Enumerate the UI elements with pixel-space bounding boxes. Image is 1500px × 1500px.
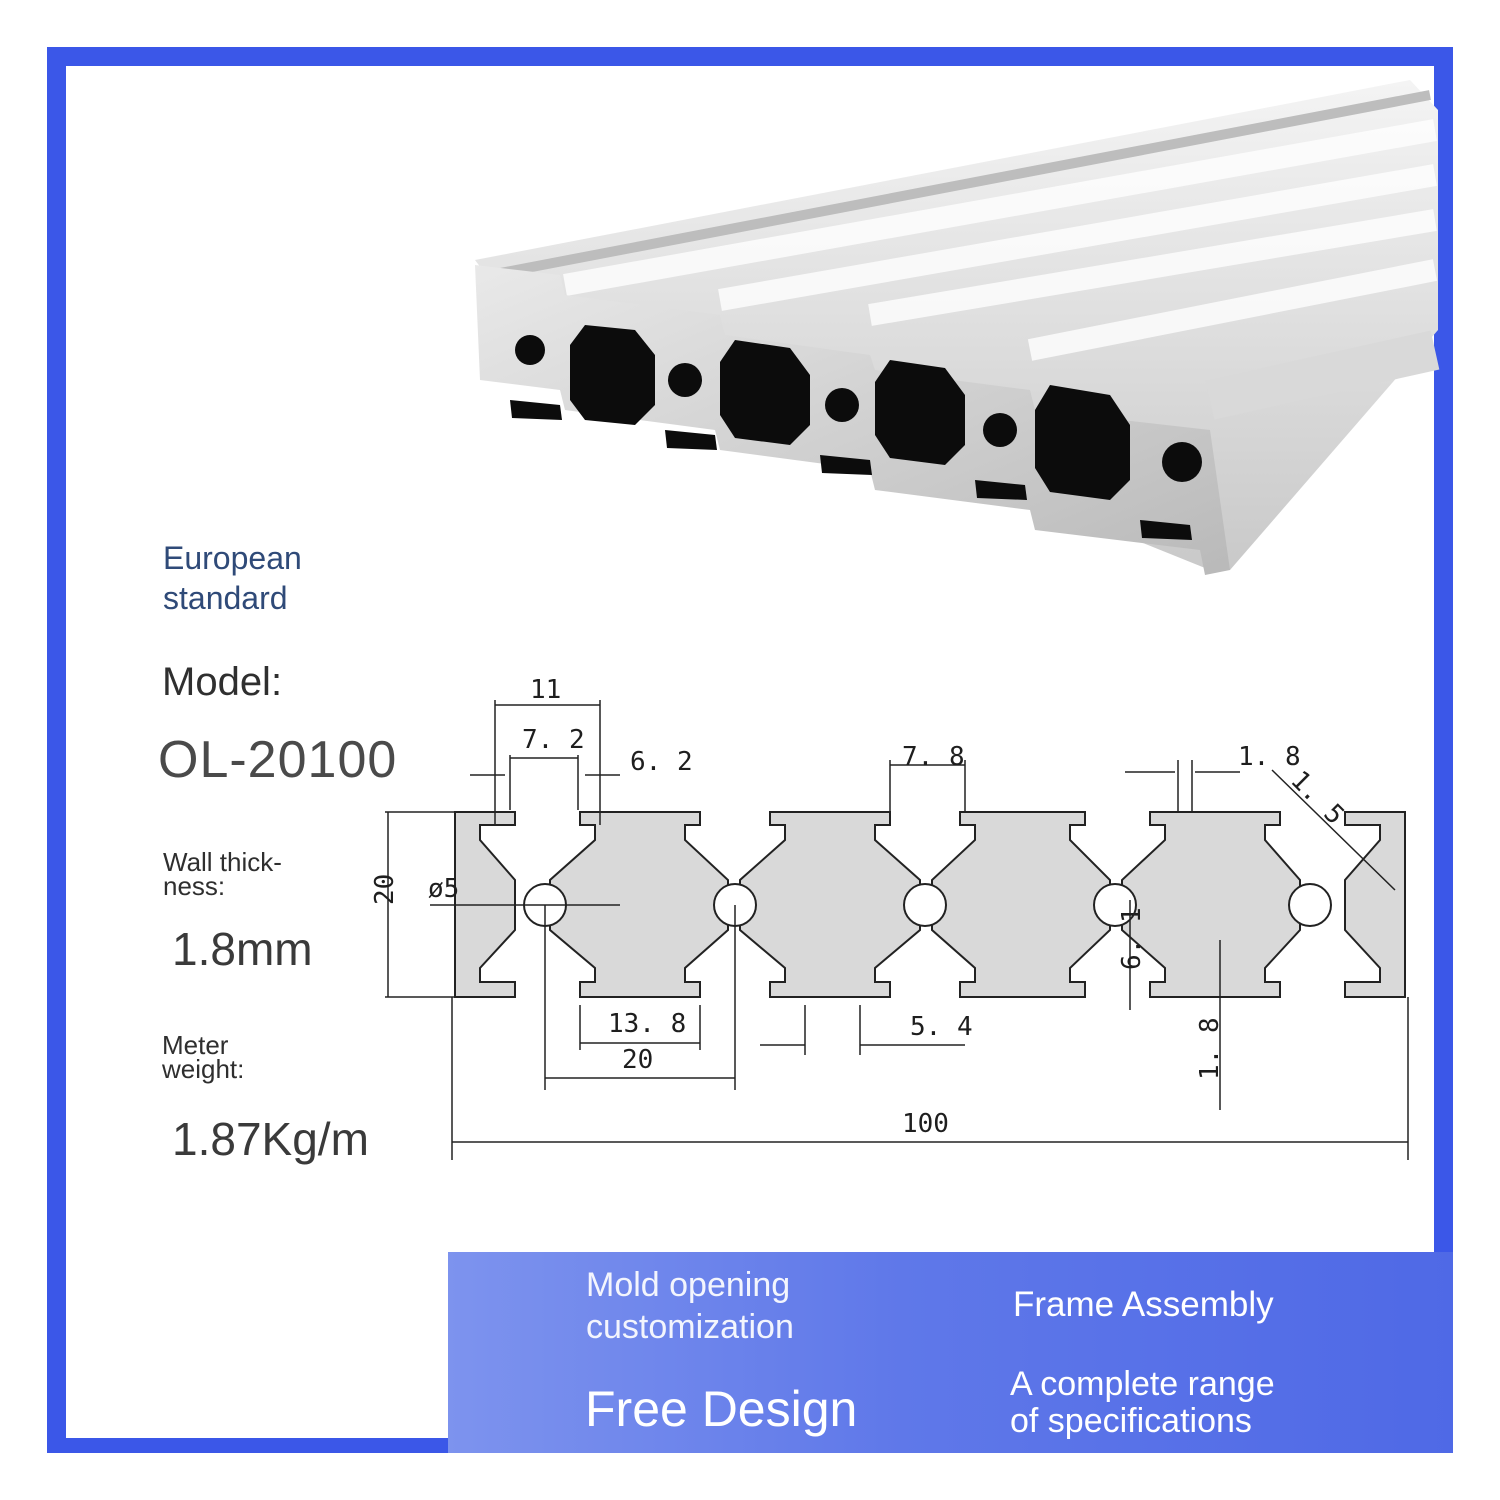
standard-line-1: European <box>163 540 302 576</box>
model-label: Model: <box>162 660 283 704</box>
range-line-2: of specifications <box>1010 1402 1252 1440</box>
feature-banner: Mold opening customization Free Design F… <box>448 1252 1453 1453</box>
aluminum-profile-image <box>475 80 1440 575</box>
dim-20-vertical: 20 <box>370 874 400 905</box>
dim-5-4: 5. 4 <box>910 1012 973 1042</box>
dim-13-8: 13. 8 <box>608 1009 686 1039</box>
dim-11: 11 <box>530 675 561 705</box>
mold-line-1: Mold opening <box>586 1266 791 1304</box>
wall-thickness-value: 1.8mm <box>172 923 313 975</box>
bottom-left-blank <box>66 1252 448 1438</box>
dim-20-horizontal: 20 <box>622 1045 653 1075</box>
dim-6-1: 6. 1 <box>1117 907 1147 970</box>
cross-section-drawing: 11 7. 2 6. 2 7. 8 1. 8 1. 5 ø5 20 6. 1 1… <box>370 675 1409 1160</box>
frame-assembly-text: Frame Assembly <box>1013 1285 1274 1324</box>
wall-label-line-1: Wall thick- <box>163 847 282 877</box>
mold-customization-text: Mold opening customization <box>586 1264 794 1348</box>
wall-thickness-label: Wall thick- ness: <box>163 847 282 901</box>
mold-line-2: customization <box>586 1308 794 1346</box>
meter-weight-label: Meter weight: <box>162 1030 245 1084</box>
dim-1-5: 1. 5 <box>1284 765 1349 830</box>
dim-1-8-top: 1. 8 <box>1238 742 1301 772</box>
standard-line-2: standard <box>163 580 288 616</box>
dim-diameter-5: ø5 <box>428 874 459 904</box>
meter-label-line-2: weight: <box>162 1054 245 1084</box>
dim-6-2: 6. 2 <box>630 747 693 777</box>
dim-7-2: 7. 2 <box>522 725 585 755</box>
dim-100: 100 <box>902 1109 949 1139</box>
model-value: OL-20100 <box>158 731 398 789</box>
dim-7-8: 7. 8 <box>902 742 965 772</box>
free-design-text: Free Design <box>585 1381 858 1437</box>
wall-label-line-2: ness: <box>163 871 226 901</box>
dim-1-8-side: 1. 8 <box>1195 1017 1225 1080</box>
meter-weight-value: 1.87Kg/m <box>172 1113 369 1165</box>
standard-note: European standard <box>163 538 302 618</box>
specifications-text: A complete range of specifications <box>1010 1366 1275 1440</box>
meter-label-line-1: Meter <box>162 1030 229 1060</box>
range-line-1: A complete range <box>1010 1365 1275 1403</box>
